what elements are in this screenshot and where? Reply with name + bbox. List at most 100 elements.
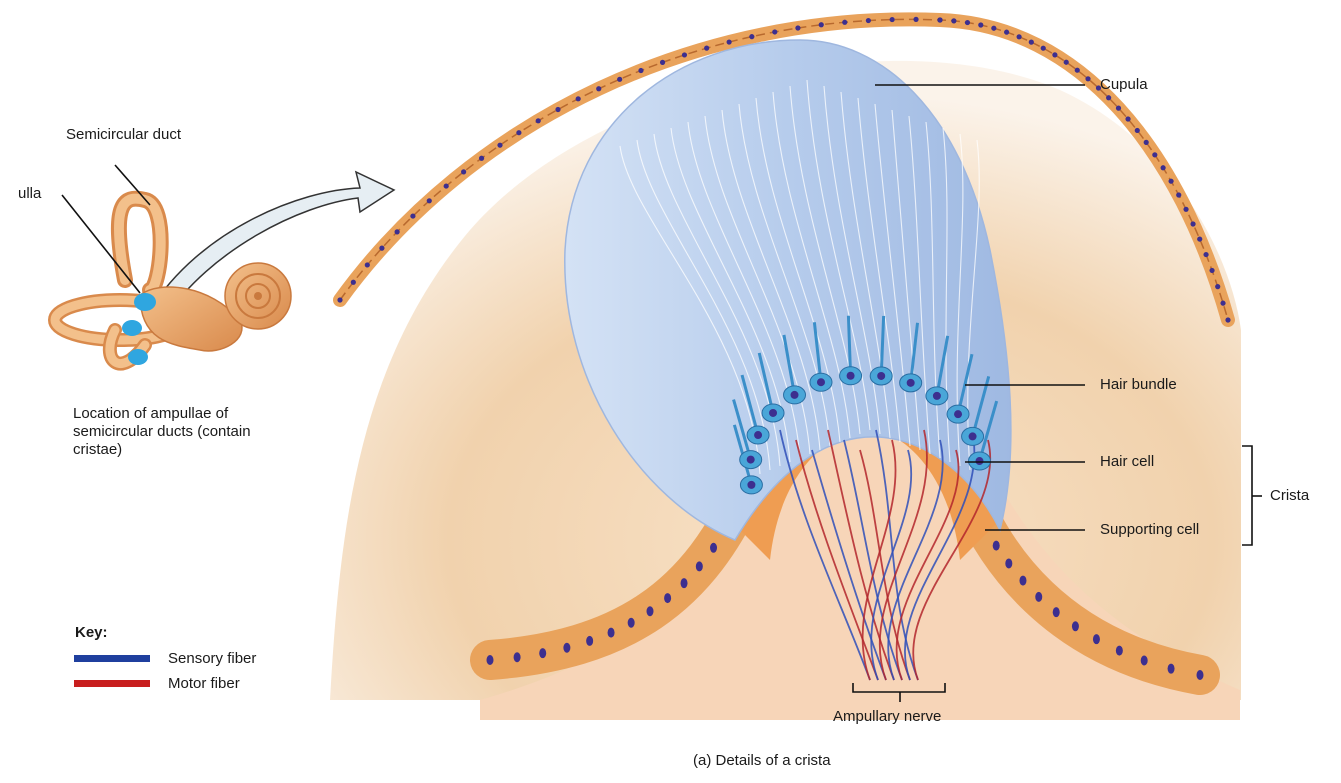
epithelium-nucleus: [951, 18, 956, 23]
crista-epithelium-nucleus: [993, 541, 1000, 551]
epithelium-nucleus: [1064, 60, 1069, 65]
epithelium-nucleus: [497, 143, 502, 148]
epithelium-nucleus: [965, 20, 970, 25]
key-title: Key:: [75, 624, 108, 642]
crista-epithelium-nucleus: [681, 578, 688, 588]
epithelium-nucleus: [1075, 68, 1080, 73]
epithelium-nucleus: [1152, 152, 1157, 157]
epithelium-nucleus: [913, 17, 918, 22]
epithelium-nucleus: [819, 22, 824, 27]
crista-epithelium-nucleus: [1197, 670, 1204, 680]
epithelium-nucleus: [866, 18, 871, 23]
epithelium-nucleus: [1203, 252, 1208, 257]
hair-cell-nucleus: [877, 372, 885, 380]
epithelium-nucleus: [1176, 192, 1181, 197]
crista-epithelium-nucleus: [1093, 634, 1100, 644]
epithelium-nucleus: [660, 60, 665, 65]
crista-epithelium-nucleus: [1168, 664, 1175, 674]
sensory-fiber-label: Sensory fiber: [168, 650, 256, 668]
epithelium-nucleus: [337, 297, 342, 302]
epithelium-nucleus: [638, 68, 643, 73]
hair-cell-nucleus: [817, 378, 825, 386]
epithelium-nucleus: [749, 34, 754, 39]
epithelium-nucleus: [1052, 52, 1057, 57]
hair-cell-nucleus: [933, 392, 941, 400]
hair-cell-nucleus: [954, 410, 962, 418]
hair-cell-nucleus: [747, 456, 755, 464]
epithelium-nucleus: [1220, 301, 1225, 306]
ampullary-nerve-label: Ampullary nerve: [833, 708, 941, 726]
epithelium-nucleus: [365, 262, 370, 267]
semicircular-duct-label: Semicircular duct: [66, 126, 181, 144]
epithelium-nucleus: [1041, 46, 1046, 51]
crista-epithelium-nucleus: [487, 655, 494, 665]
epithelium-nucleus: [704, 46, 709, 51]
crista-epithelium-nucleus: [1053, 607, 1060, 617]
epithelium-nucleus: [479, 156, 484, 161]
hair-cell-nucleus: [747, 481, 755, 489]
epithelium-nucleus: [978, 22, 983, 27]
epithelium-nucleus: [1215, 284, 1220, 289]
crista-epithelium-nucleus: [1116, 646, 1123, 656]
epithelium-nucleus: [1168, 179, 1173, 184]
epithelium-nucleus: [842, 20, 847, 25]
epithelium-nucleus: [772, 29, 777, 34]
crista-epithelium-nucleus: [1035, 592, 1042, 602]
epithelium-nucleus: [991, 26, 996, 31]
hair-cell-nucleus: [847, 372, 855, 380]
epithelium-nucleus: [1144, 140, 1149, 145]
crista-epithelium-nucleus: [563, 643, 570, 653]
crista-epithelium-nucleus: [586, 636, 593, 646]
epithelium-nucleus: [379, 246, 384, 251]
epithelium-nucleus: [1125, 116, 1130, 121]
crista-epithelium-nucleus: [1072, 621, 1079, 631]
motor-fiber-label: Motor fiber: [168, 675, 240, 693]
epithelium-nucleus: [410, 213, 415, 218]
epithelium-nucleus: [1029, 40, 1034, 45]
crista-epithelium-nucleus: [710, 543, 717, 553]
crista-epithelium-nucleus: [664, 593, 671, 603]
epithelium-nucleus: [617, 77, 622, 82]
epithelium-nucleus: [1209, 268, 1214, 273]
epithelium-nucleus: [351, 280, 356, 285]
location-caption: Location of ampullae of semicircular duc…: [73, 405, 293, 459]
ampulla-spot-3: [128, 349, 148, 365]
epithelium-nucleus: [1085, 76, 1090, 81]
epithelium-nucleus: [890, 17, 895, 22]
epithelium-nucleus: [427, 198, 432, 203]
hair-cell-label: Hair cell: [1100, 453, 1154, 471]
epithelium-nucleus: [1017, 34, 1022, 39]
epithelium-nucleus: [555, 107, 560, 112]
ampulla-spot-2: [122, 320, 142, 336]
crista-epithelium-nucleus: [1141, 655, 1148, 665]
epithelium-nucleus: [1190, 221, 1195, 226]
crista-label: Crista: [1270, 487, 1309, 505]
ampulla-spot-1: [134, 293, 156, 311]
epithelium-nucleus: [1161, 165, 1166, 170]
epithelium-nucleus: [1225, 317, 1230, 322]
hair-cell-nucleus: [975, 457, 983, 465]
epithelium-nucleus: [444, 183, 449, 188]
epithelium-nucleus: [1135, 128, 1140, 133]
hair-cell-nucleus: [754, 431, 762, 439]
epithelium-nucleus: [596, 86, 601, 91]
epithelium-nucleus: [576, 96, 581, 101]
epithelium-nucleus: [1116, 106, 1121, 111]
epithelium-nucleus: [536, 118, 541, 123]
epithelium-nucleus: [461, 169, 466, 174]
epithelium-nucleus: [1197, 236, 1202, 241]
cupula-label: Cupula: [1100, 76, 1148, 94]
hair-cell-nucleus: [969, 432, 977, 440]
supporting-cell-label: Supporting cell: [1100, 521, 1199, 539]
figure-caption: (a) Details of a crista: [693, 752, 831, 770]
epithelium-nucleus: [1004, 30, 1009, 35]
epithelium-nucleus: [1183, 207, 1188, 212]
hair-bundle-label: Hair bundle: [1100, 376, 1177, 394]
crista-epithelium-nucleus: [1019, 576, 1026, 586]
epithelium-nucleus: [395, 229, 400, 234]
hair-cell-nucleus: [769, 409, 777, 417]
epithelium-nucleus: [795, 25, 800, 30]
ampulla-label: ulla: [18, 185, 41, 203]
crista-epithelium-nucleus: [608, 628, 615, 638]
